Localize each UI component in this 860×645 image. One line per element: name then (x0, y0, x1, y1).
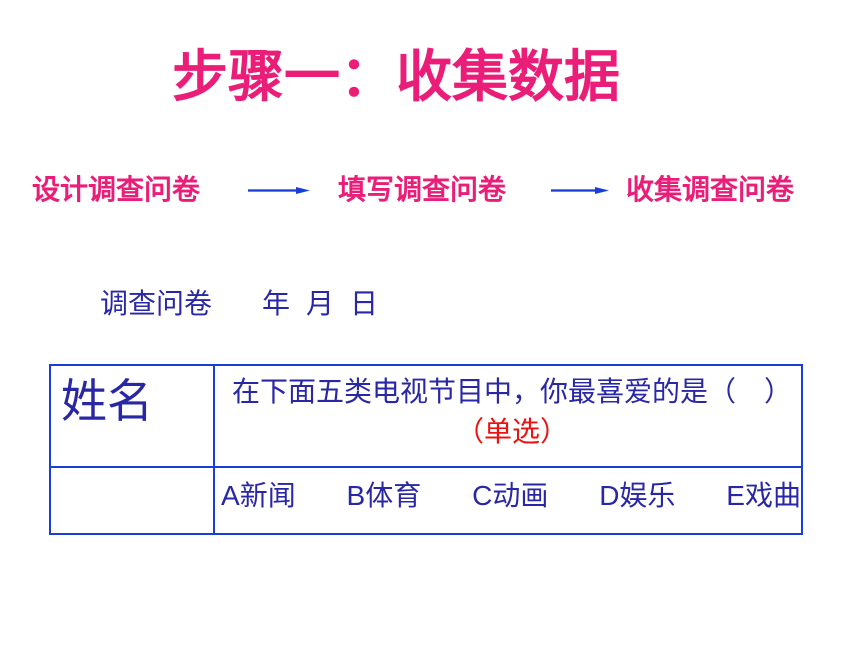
right-arrow-icon (551, 187, 609, 194)
option-b[interactable]: B体育 (346, 479, 422, 512)
date-month: 月 (306, 287, 335, 320)
option-c[interactable]: C动画 (472, 479, 549, 512)
option-d[interactable]: D娱乐 (599, 479, 676, 512)
process-steps: 设计调查问卷 填写调查问卷 收集调查问卷 (0, 168, 860, 212)
survey-table: 姓名 在下面五类电视节目中，你最喜爱的是（ ） （单选） A新闻 B体育 C动画 … (49, 364, 803, 535)
questionnaire-label: 调查问卷 (100, 287, 213, 320)
name-header: 姓名 (61, 374, 153, 428)
step-fill-questionnaire: 填写调查问卷 (338, 173, 507, 206)
name-input-cell[interactable] (51, 468, 213, 533)
step-design-questionnaire: 设计调查问卷 (32, 173, 201, 206)
option-a[interactable]: A新闻 (221, 479, 296, 512)
table-divider-vertical (213, 366, 215, 533)
date-year: 年 (262, 287, 291, 320)
survey-question: 在下面五类电视节目中，你最喜爱的是（ ） （单选） (231, 372, 793, 452)
answer-options: A新闻 B体育 C动画 D娱乐 E戏曲 (221, 476, 801, 516)
date-day: 日 (350, 287, 379, 320)
step-collect-questionnaire: 收集调查问卷 (626, 173, 795, 206)
option-e[interactable]: E戏曲 (726, 479, 801, 512)
questionnaire-date-line: 调查问卷 年月日 (100, 284, 378, 324)
single-choice-tag: （单选） (455, 415, 568, 448)
question-text: 在下面五类电视节目中，你最喜爱的是（ ） (231, 375, 792, 408)
page-title: 步骤一：收集数据 (172, 45, 620, 110)
table-divider-horizontal (51, 466, 801, 468)
right-arrow-icon (248, 187, 310, 194)
